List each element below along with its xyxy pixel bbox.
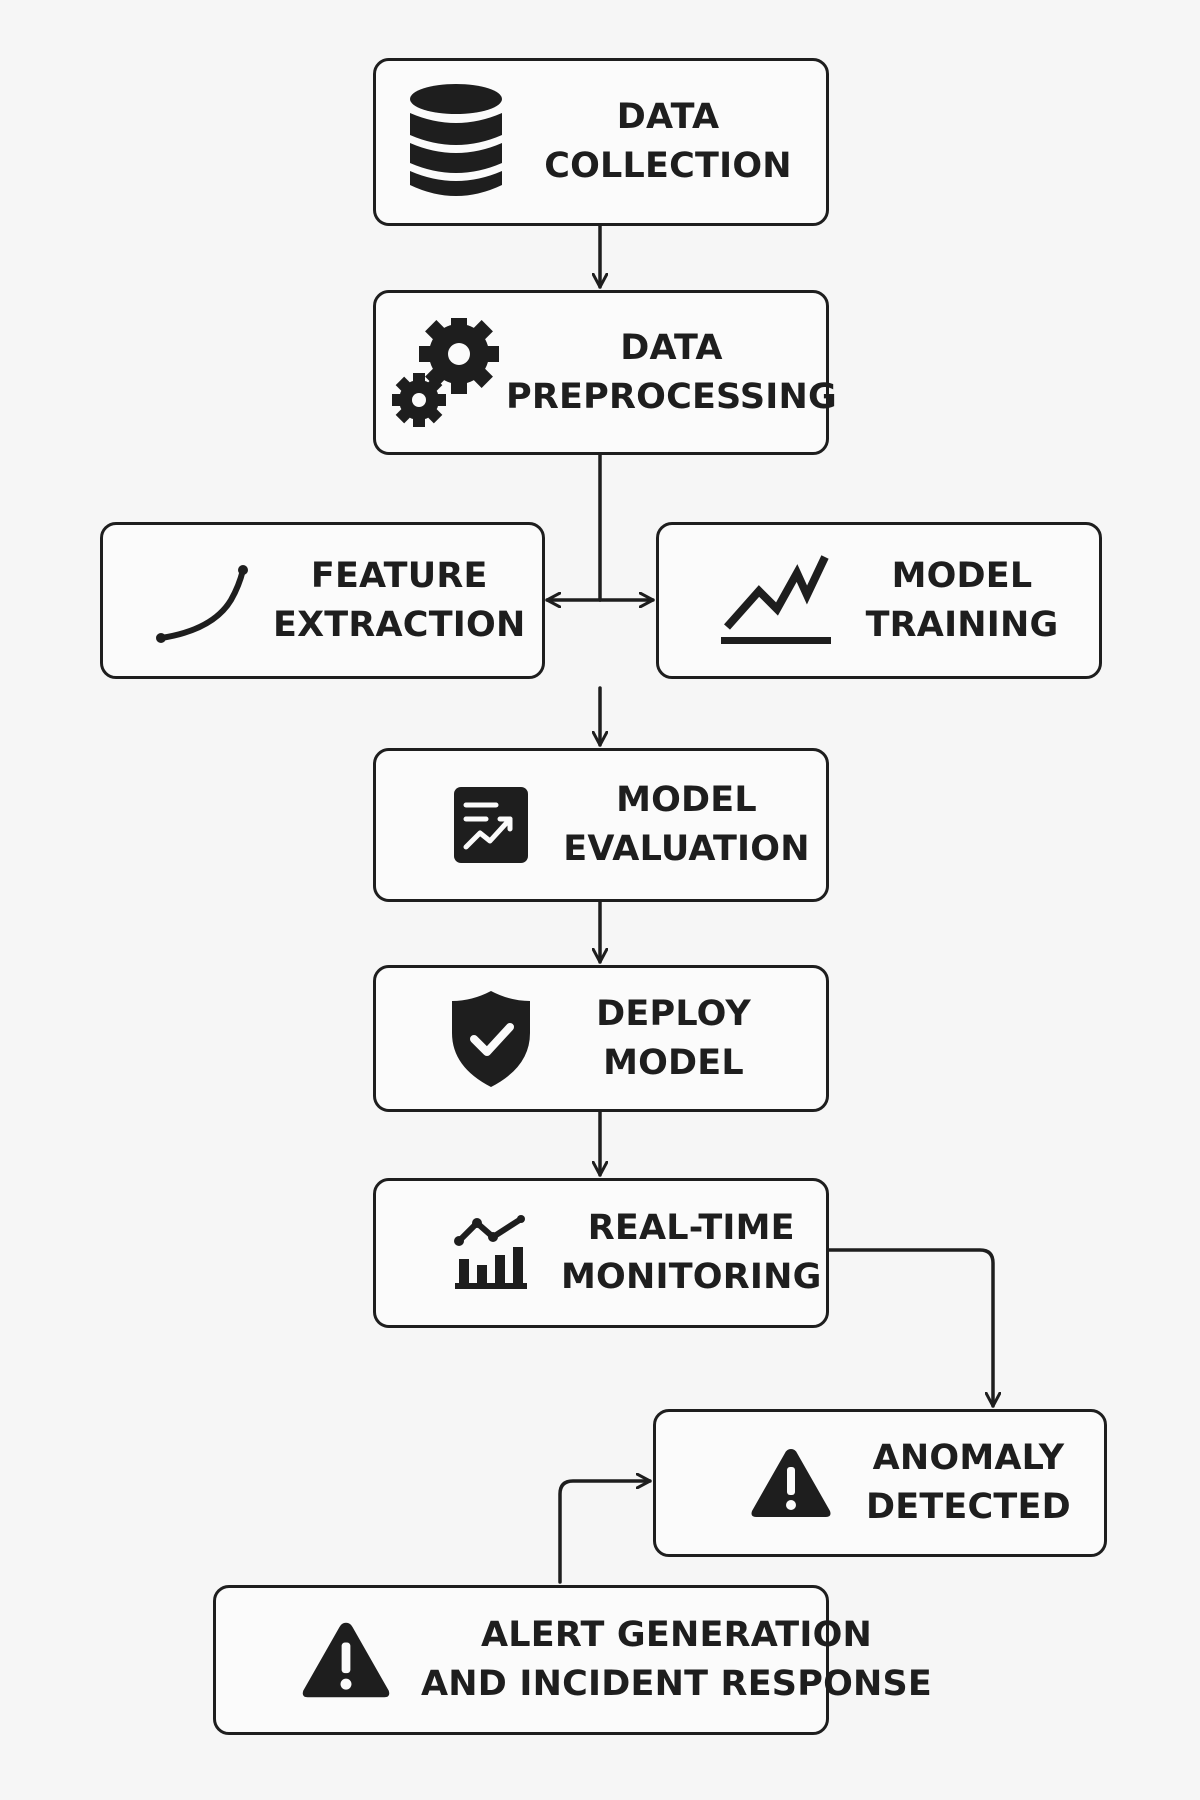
node-label: MODEL EVALUATION	[561, 776, 826, 874]
shield-check-icon	[376, 989, 561, 1089]
node-label: DATA COLLECTION	[526, 93, 826, 191]
line-chart-icon	[659, 551, 849, 651]
node-label: MODEL TRAINING	[849, 552, 1099, 650]
node-model-training[interactable]: MODEL TRAINING	[656, 522, 1102, 679]
label-line: MODEL	[616, 780, 757, 820]
node-label: ALERT GENERATION AND INCIDENT RESPONSE	[421, 1611, 944, 1709]
node-data-collection[interactable]: DATA COLLECTION	[373, 58, 829, 226]
label-line: DETECTED	[866, 1487, 1071, 1527]
node-label: FEATURE EXTRACTION	[273, 552, 545, 650]
label-line: REAL-TIME	[587, 1208, 795, 1248]
label-line: AND INCIDENT RESPONSE	[421, 1664, 933, 1704]
label-line: ANOMALY	[872, 1438, 1065, 1478]
curve-icon	[103, 556, 273, 646]
label-line: MODEL	[603, 1042, 744, 1083]
label-line: FEATURE	[310, 555, 488, 596]
label-line: DATA	[616, 97, 720, 137]
label-line: ALERT GENERATION	[481, 1615, 873, 1655]
label-line: MODEL	[891, 555, 1033, 596]
label-line: COLLECTION	[544, 146, 792, 186]
label-line: EVALUATION	[563, 829, 810, 869]
label-line: TRAINING	[865, 604, 1059, 645]
node-realtime-monitoring[interactable]: REAL-TIME MONITORING	[373, 1178, 829, 1328]
label-line: MONITORING	[561, 1257, 822, 1297]
label-line: DATA	[620, 327, 723, 368]
warning-triangle-icon	[216, 1618, 421, 1702]
node-label: DEPLOY MODEL	[561, 990, 826, 1088]
arrow-monitoring-to-anomaly	[827, 1248, 993, 1408]
label-line: EXTRACTION	[273, 604, 526, 645]
node-alert-generation[interactable]: ALERT GENERATION AND INCIDENT RESPONSE	[213, 1585, 932, 1735]
node-data-preprocessing[interactable]: DATA PREPROCESSING	[373, 290, 837, 455]
label-line: PREPROCESSING	[506, 376, 837, 417]
gears-icon	[376, 317, 506, 428]
label-line: DEPLOY	[596, 993, 751, 1034]
node-feature-extraction[interactable]: FEATURE EXTRACTION	[100, 522, 545, 679]
node-label: DATA PREPROCESSING	[506, 324, 851, 422]
evaluation-board-icon	[376, 785, 561, 865]
node-label: REAL-TIME MONITORING	[561, 1204, 842, 1302]
warning-triangle-icon	[656, 1445, 866, 1521]
node-label: ANOMALY DETECTED	[866, 1434, 1111, 1532]
database-icon	[376, 83, 526, 201]
arrow-alert-to-anomaly	[558, 1481, 652, 1584]
node-deploy-model[interactable]: DEPLOY MODEL	[373, 965, 829, 1112]
node-model-evaluation[interactable]: MODEL EVALUATION	[373, 748, 829, 902]
monitoring-chart-icon	[376, 1215, 561, 1291]
node-anomaly-detected[interactable]: ANOMALY DETECTED	[653, 1409, 1107, 1557]
